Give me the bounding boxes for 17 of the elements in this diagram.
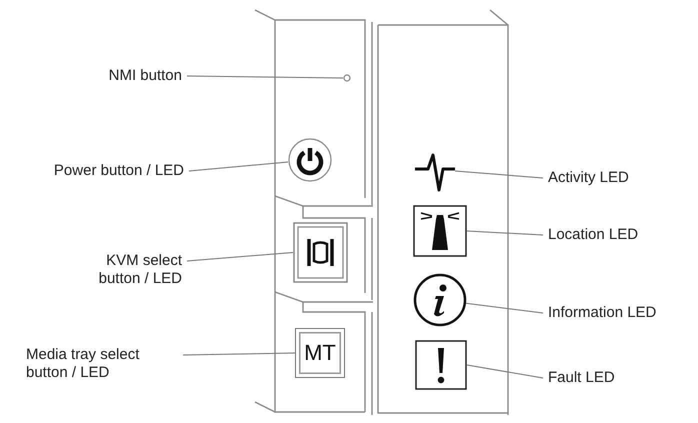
- callout-label: Activity LED: [548, 169, 629, 187]
- leader-line: [186, 252, 294, 262]
- callout-label: Information LED: [548, 304, 656, 322]
- leader-line: [465, 302, 544, 314]
- callout-label: NMI button: [70, 67, 182, 85]
- callout-label: Power button / LED: [0, 162, 184, 180]
- callout-label: Fault LED: [548, 369, 615, 387]
- callout-label: Location LED: [548, 226, 638, 244]
- leader-line: [188, 162, 289, 172]
- callout-label: Media tray select button / LED: [26, 346, 178, 382]
- leader-line: [186, 76, 344, 78]
- leader-line: [454, 170, 544, 178]
- callout-label: KVM select button / LED: [70, 252, 182, 288]
- media-tray-select-button: MT: [295, 328, 345, 378]
- leader-line: [466, 230, 544, 236]
- leader-line: [466, 364, 544, 378]
- leader-line: [182, 352, 296, 356]
